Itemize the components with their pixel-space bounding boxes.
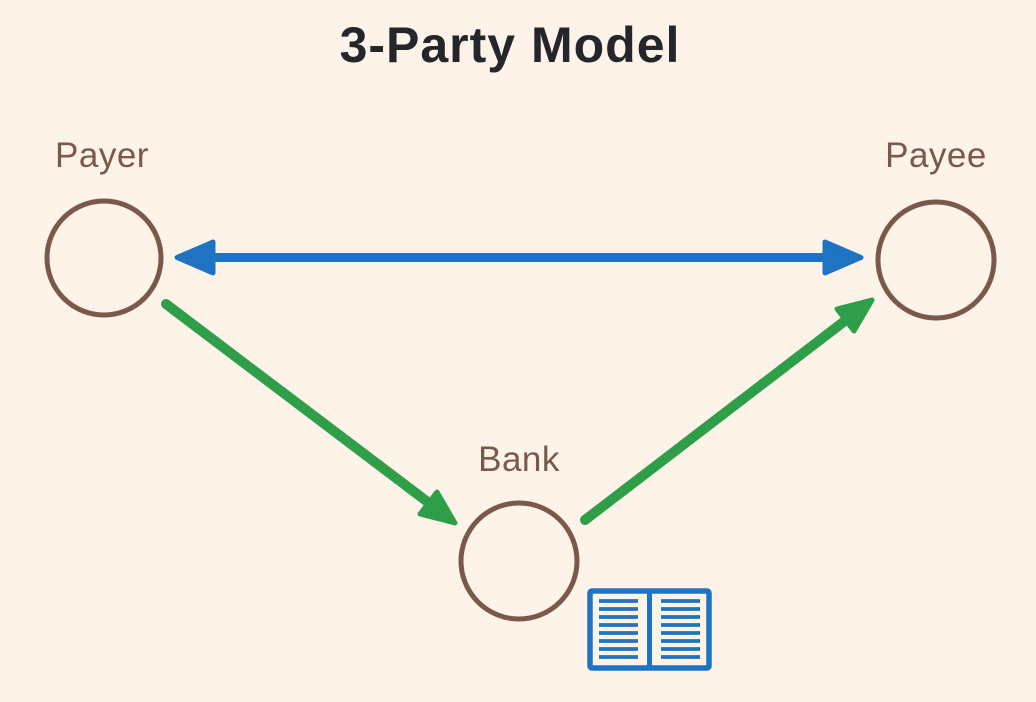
payer-bank-arrow [161,299,458,526]
node-label-payee: Payee [885,136,987,175]
payer-bank-arrow-shaft [161,299,434,508]
bank-node-circle [458,500,580,622]
bank-payee-arrow [580,297,875,525]
node-label-bank: Bank [478,440,560,479]
book-left-page-lines [599,599,638,659]
book-right-page-lines [661,599,700,659]
arrowhead-up-right-icon [834,297,875,334]
arrowhead-down-right-icon [417,489,458,526]
node-label-payer: Payer [55,136,149,175]
open-ledger-book-icon [587,588,712,671]
node-circles [44,198,997,622]
payee-node-circle [875,199,997,321]
payer-payee-arrow [174,239,864,276]
diagram-title: 3-Party Model [339,17,681,73]
arrowhead-left-icon [174,239,216,276]
bank-payee-arrow-shaft [580,315,851,525]
payer-node-circle [44,198,164,318]
arrowhead-right-icon [822,239,864,276]
